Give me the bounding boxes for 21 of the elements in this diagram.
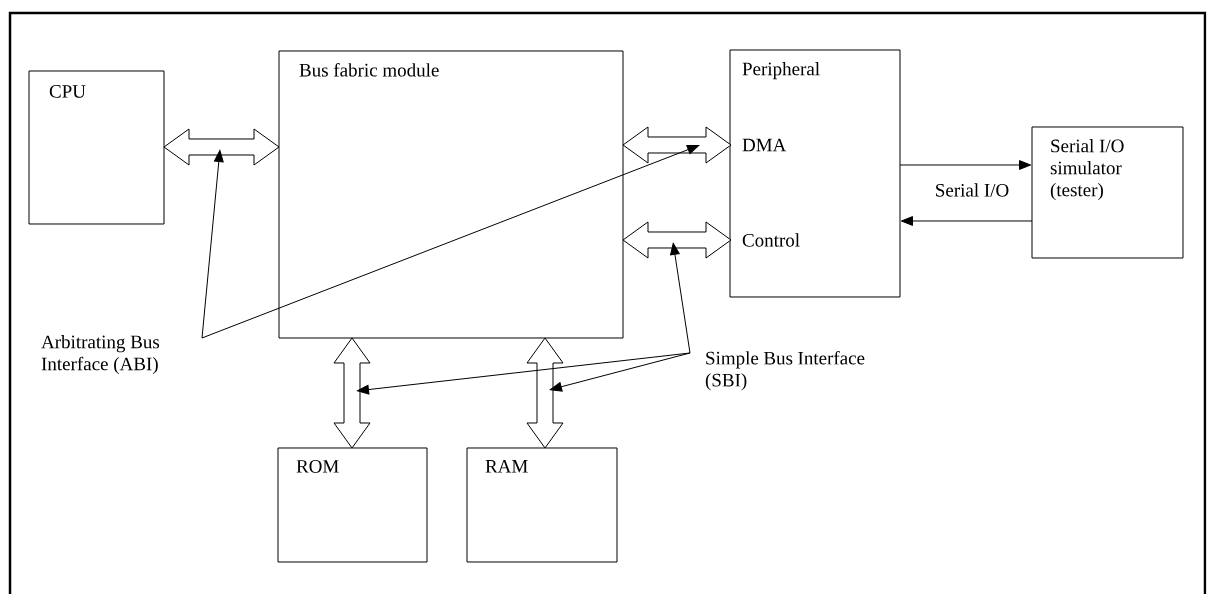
arrow <box>899 160 1032 170</box>
port-label: Control <box>742 233 800 247</box>
callout-text: Simple Bus Interface (SBI) <box>705 351 865 391</box>
callout-text: Arbitrating Bus Interface (ABI) <box>41 335 160 375</box>
bus-module-box: Bus fabric module <box>278 50 624 339</box>
leader-line <box>201 144 700 339</box>
bus-arrow <box>163 128 280 166</box>
signal-label: Serial I/O <box>936 183 1009 197</box>
leader-line <box>549 352 691 392</box>
port-label: DMA <box>742 138 787 152</box>
arrow <box>900 216 1033 226</box>
bus-arrow <box>333 337 371 449</box>
leader-line <box>201 149 224 339</box>
cpu-box: CPU <box>28 70 165 225</box>
tester-box: Serial I/O simulator (tester) <box>1031 126 1184 259</box>
leader-line <box>670 242 691 354</box>
bus-arrow <box>622 126 732 164</box>
memory-box: RAM <box>466 447 618 563</box>
memory-box: ROM <box>277 447 428 563</box>
bus-arrow <box>526 337 564 449</box>
bus-arrow <box>622 221 732 259</box>
